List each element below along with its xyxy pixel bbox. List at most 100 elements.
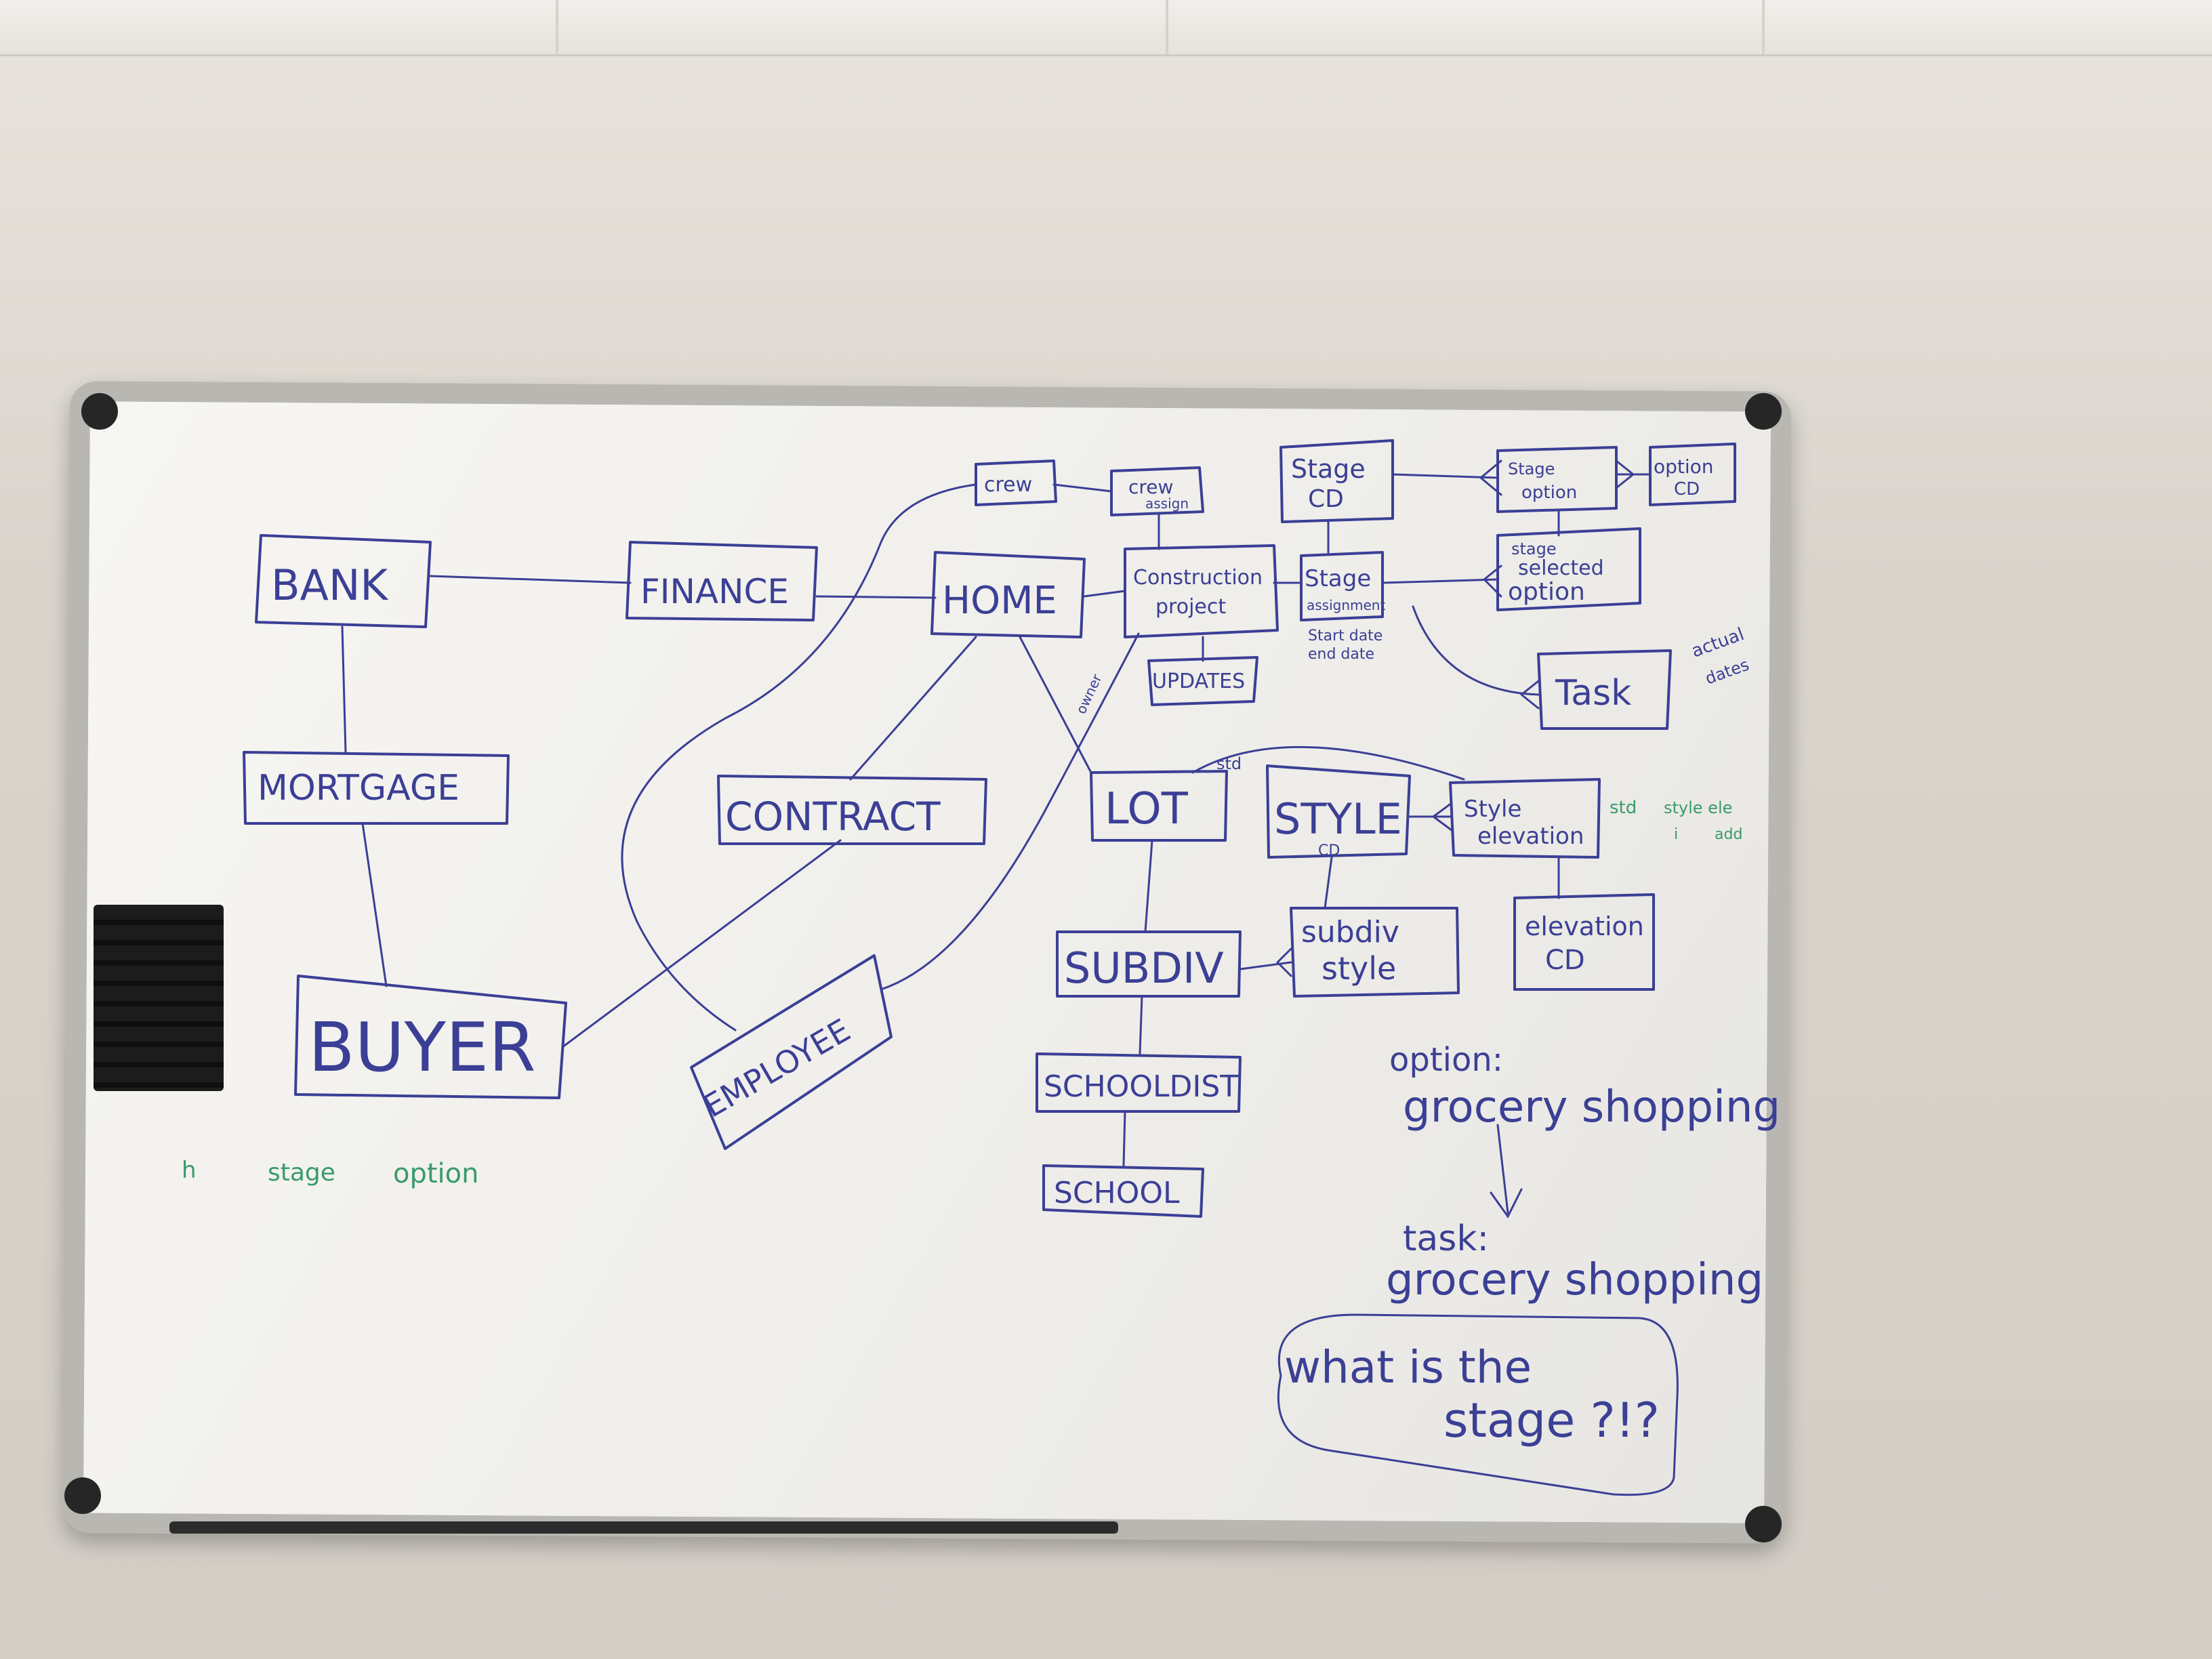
elevation-cd-label-line2: CD: [1545, 945, 1585, 976]
construction-label-line2: project: [1155, 595, 1226, 619]
start-date-label: Start date: [1308, 628, 1382, 644]
ceiling-seam: [1166, 0, 1168, 54]
frame-corner: [1745, 1506, 1782, 1542]
subdiv-subdiv-style-line: [1239, 961, 1292, 970]
bank-label: BANK: [271, 560, 388, 610]
schooldist-school-line: [1122, 1110, 1126, 1167]
ceiling: [0, 0, 2212, 56]
construction-label-line1: Construction: [1133, 566, 1263, 590]
home-construction-line: [1083, 590, 1126, 598]
school-label: SCHOOL: [1054, 1176, 1180, 1210]
option-cd-label-line2: CD: [1674, 479, 1700, 499]
note-option-heading: option:: [1389, 1041, 1503, 1079]
stage-cd-label-line2: CD: [1308, 485, 1344, 513]
side-notes: option: grocery shopping task: grocery s…: [1284, 1041, 1780, 1448]
end-date-label: end date: [1308, 646, 1374, 663]
buyer-contract-line: [561, 839, 842, 1048]
stage-cd-label-line1: Stage: [1291, 454, 1366, 484]
stage-cd-box: [1279, 439, 1394, 523]
style-label: STYLE: [1274, 794, 1402, 844]
schooldist-label: SCHOOLDIST: [1044, 1069, 1238, 1104]
subdiv-style-label-line2: style: [1322, 950, 1396, 987]
green-stage-label: stage: [268, 1159, 335, 1187]
actual-label: actual: [1689, 624, 1746, 662]
schooldist-box: [1036, 1052, 1242, 1113]
note-question-line2: stage ?!?: [1443, 1393, 1660, 1448]
frame-corner: [1745, 393, 1782, 430]
green-h-label: h: [182, 1157, 197, 1184]
std-note-line4: add: [1715, 826, 1742, 843]
stage-selected-label-line1: stage: [1511, 539, 1557, 558]
lot-subdiv-line: [1144, 839, 1153, 933]
updates-label: UPDATES: [1152, 670, 1245, 693]
ceiling-seam: [556, 0, 558, 54]
option-cd-label-line1: option: [1654, 455, 1714, 478]
contract-box: [717, 775, 987, 845]
ceiling-seam: [1762, 0, 1765, 54]
eraser: [94, 905, 224, 1091]
owner-label: owner: [1073, 671, 1105, 716]
stage-selected-label-line2: selected: [1518, 556, 1604, 580]
updates-box: [1147, 656, 1258, 706]
finance-box: [626, 541, 818, 621]
construction-project-box: [1124, 544, 1279, 638]
std-note-line3: i: [1674, 826, 1678, 843]
question-bubble: [1277, 1313, 1679, 1496]
subdiv-schooldist-line: [1139, 995, 1143, 1055]
task-box: [1537, 649, 1672, 730]
std-note-line1: std: [1610, 798, 1637, 818]
stage-selected-label-line3: option: [1508, 578, 1585, 606]
stage-assignment-label-line2: assignment: [1307, 597, 1385, 613]
mortgage-label: MORTGAGE: [258, 768, 459, 808]
note-option-value: grocery shopping: [1403, 1082, 1780, 1132]
crew-crew-assign-line: [1052, 483, 1113, 493]
subdiv-style-label-line1: subdiv: [1301, 915, 1399, 949]
subdiv-box: [1056, 930, 1242, 998]
crew-box: [975, 459, 1057, 506]
crew-assign-label-line2: assign: [1145, 495, 1189, 512]
style-elevation-box: [1449, 778, 1601, 859]
employee-box: [690, 954, 893, 1150]
subdiv-label: SUBDIV: [1064, 943, 1224, 993]
crew-assign-box: [1110, 466, 1204, 516]
school-box: [1042, 1164, 1204, 1218]
subdiv-style-box: [1290, 907, 1460, 998]
home-box: [930, 551, 1086, 638]
relationship-lines: [341, 459, 1679, 1496]
stage-assignment-box: [1300, 551, 1384, 621]
mortgage-box: [243, 751, 510, 825]
mortgage-buyer-line: [361, 822, 388, 987]
contract-home-line: [849, 636, 977, 781]
style-cd-label: CD: [1318, 842, 1340, 859]
crew-label: crew: [984, 473, 1032, 497]
note-task-heading: task:: [1403, 1218, 1489, 1259]
bank-box: [255, 534, 432, 628]
elevation-cd-box: [1513, 893, 1655, 991]
stage-selected-option-box: [1496, 527, 1641, 611]
buyer-box: [294, 975, 567, 1099]
elevation-cd-label-line1: elevation: [1525, 912, 1644, 941]
marker-tray: [169, 1521, 1118, 1534]
frame-corner: [81, 393, 118, 430]
stage-assignment-label-line1: Stage: [1305, 565, 1371, 592]
employee-label: EMPLOYEE: [697, 1012, 857, 1125]
dates-label: dates: [1702, 655, 1751, 689]
crow-foot-marks: [1276, 459, 1635, 977]
note-question-line1: what is the: [1284, 1341, 1532, 1393]
frame-corner: [64, 1477, 101, 1514]
lot-box: [1090, 770, 1228, 842]
std-label: std: [1216, 754, 1242, 773]
stage-option-label-line2: option: [1521, 483, 1577, 503]
crew-employee-curve: [621, 483, 977, 1031]
style-elevation-label-line1: Style: [1464, 796, 1521, 823]
buyer-label: BUYER: [308, 1008, 536, 1087]
style-box: [1266, 764, 1411, 859]
construction-employee-line: [880, 632, 1140, 991]
lot-label: LOT: [1105, 784, 1189, 834]
std-note-line2: style ele: [1664, 798, 1732, 817]
finance-label: FINANCE: [640, 572, 789, 611]
stage-assignment-selected-line: [1381, 578, 1499, 584]
stage-assignment-task-line: [1412, 605, 1540, 696]
style-subdiv-style-line: [1324, 856, 1333, 909]
